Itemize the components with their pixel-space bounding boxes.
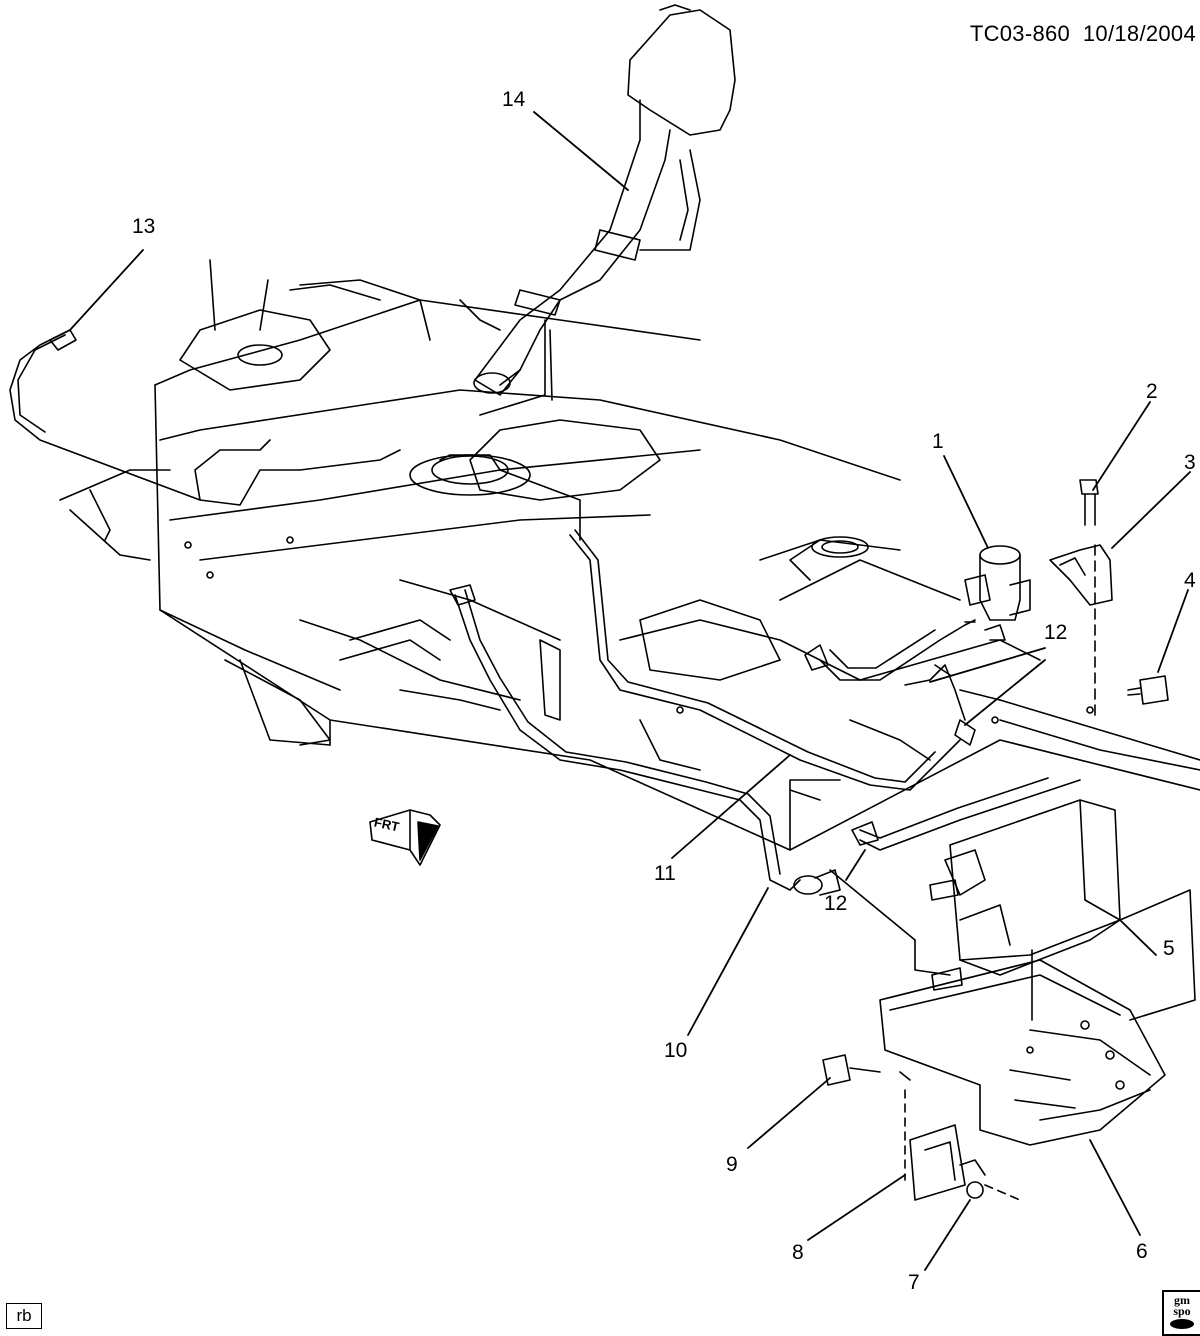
callout-5: 5 xyxy=(1163,937,1175,960)
leader-lines xyxy=(69,111,1191,1271)
logo-line-1: gm xyxy=(1174,1293,1190,1307)
canister-bracket xyxy=(879,959,1166,1146)
callout-12a: 12 xyxy=(1044,621,1068,644)
fuel-line-10 xyxy=(449,584,841,896)
fuel-pump-module xyxy=(431,454,581,541)
logo-disc xyxy=(1170,1319,1194,1329)
fuel-filler-neck xyxy=(459,4,736,416)
callout-3: 3 xyxy=(1184,451,1196,474)
callout-1: 1 xyxy=(932,430,944,453)
drawing-date: 10/18/2004 xyxy=(1082,21,1196,46)
callout-9: 9 xyxy=(726,1153,738,1176)
fuel-line-12-upper xyxy=(804,619,976,721)
callout-4: 4 xyxy=(1184,569,1196,592)
front-arrow-icon xyxy=(369,809,441,866)
fuel-line-11 xyxy=(569,529,976,791)
callout-7: 7 xyxy=(908,1271,920,1294)
drafter-initials: rb xyxy=(6,1303,42,1329)
callout-11: 11 xyxy=(654,862,676,885)
vent-valve xyxy=(964,545,1031,641)
bracket-hardware xyxy=(822,1054,1021,1201)
logo-line-2: spo xyxy=(1173,1304,1191,1318)
callout-2: 2 xyxy=(1146,380,1158,403)
callout-14: 14 xyxy=(502,88,526,111)
fuel-line-12-lower xyxy=(851,777,1081,851)
callout-6: 6 xyxy=(1136,1240,1148,1263)
gm-spo-logo: gm spo xyxy=(1162,1290,1200,1336)
callout-12b: 12 xyxy=(824,892,848,915)
small-hardware xyxy=(1049,479,1169,721)
callout-8: 8 xyxy=(792,1241,804,1264)
evap-canister xyxy=(829,799,1196,1021)
vent-hose-13 xyxy=(9,329,401,506)
vehicle-floor-outline xyxy=(59,259,1200,851)
drawing-id: TC03-860 xyxy=(969,21,1071,46)
callout-13: 13 xyxy=(132,215,156,238)
drawing-header: TC03-860 10/18/2004 xyxy=(970,21,1196,47)
callout-10: 10 xyxy=(664,1039,688,1062)
